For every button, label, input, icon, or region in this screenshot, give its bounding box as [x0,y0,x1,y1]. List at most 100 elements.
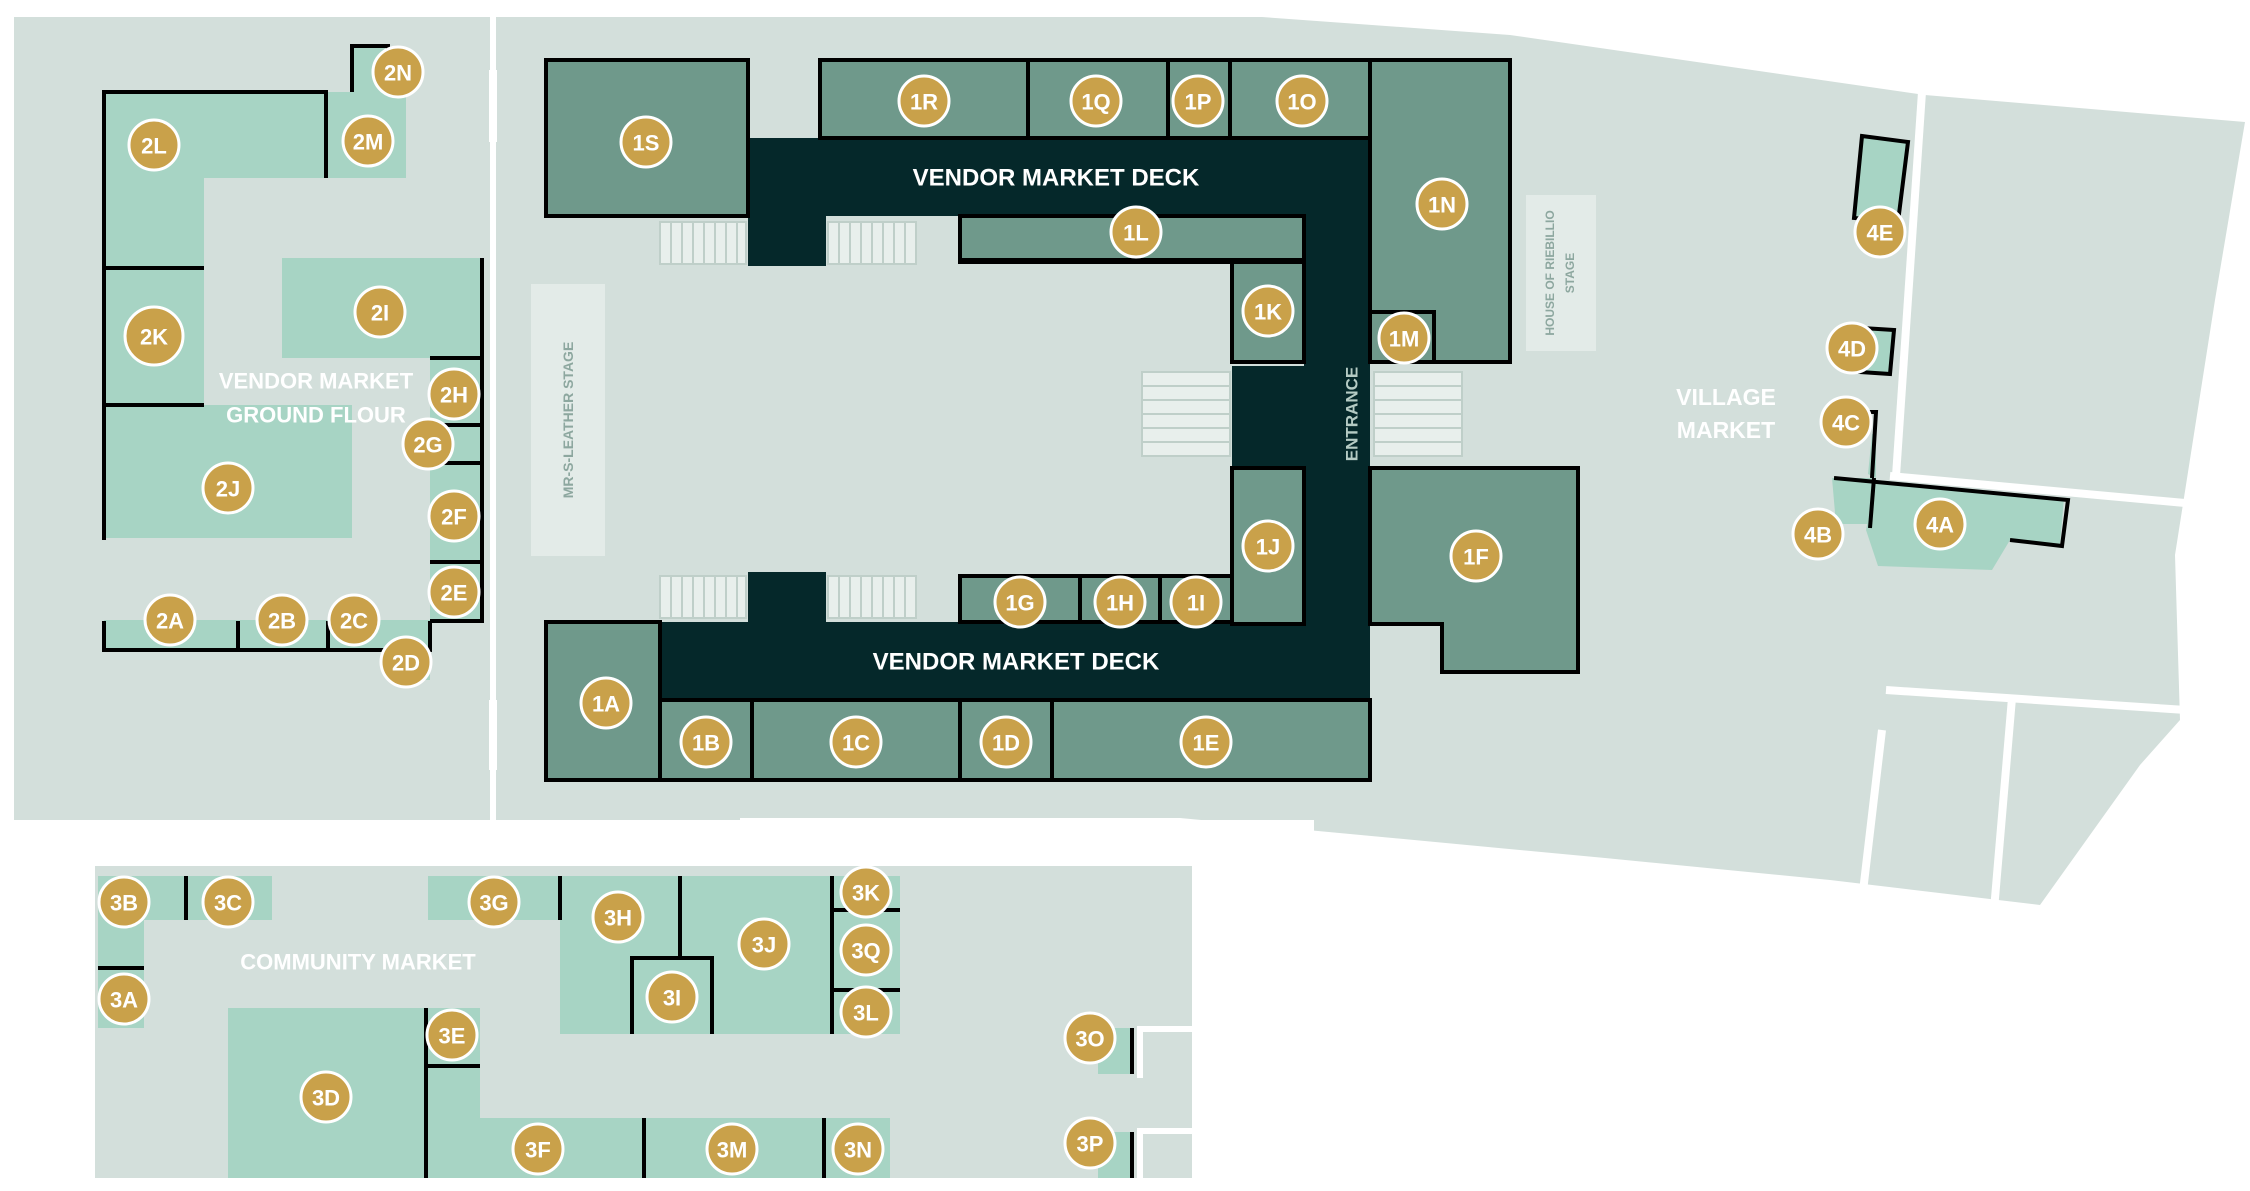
booth-badge-circle[interactable] [1825,321,1879,375]
booth-3n[interactable]: 3N [831,1122,885,1176]
booth-badge-circle[interactable] [201,875,255,929]
booth-badge-circle[interactable] [1241,284,1295,338]
booth-badge-circle[interactable] [467,875,521,929]
booth-badge-circle[interactable] [427,489,481,543]
booth-3p[interactable]: 3P [1063,1116,1117,1170]
booth-3f[interactable]: 3F [511,1122,565,1176]
booth-badge-circle[interactable] [1169,575,1223,629]
booth-badge-circle[interactable] [829,715,883,769]
booth-badge-circle[interactable] [839,923,893,977]
booth-badge-circle[interactable] [1069,74,1123,128]
booth-2h[interactable]: 2H [427,367,481,421]
booth-badge-circle[interactable] [897,74,951,128]
booth-3g[interactable]: 3G [467,875,521,929]
booth-2g[interactable]: 2G [401,417,455,471]
booth-badge-circle[interactable] [327,593,381,647]
booth-badge-circle[interactable] [353,285,407,339]
booth-badge-circle[interactable] [1109,205,1163,259]
booth-1n[interactable]: 1N [1415,177,1469,231]
booth-badge-circle[interactable] [591,890,645,944]
booth-1g[interactable]: 1G [993,575,1047,629]
booth-1c[interactable]: 1C [829,715,883,769]
booth-badge-circle[interactable] [427,367,481,421]
booth-3b[interactable]: 3B [97,875,151,929]
booth-3d[interactable]: 3D [299,1070,353,1124]
booth-1r[interactable]: 1R [897,74,951,128]
booth-badge-circle[interactable] [619,115,673,169]
booth-1k[interactable]: 1K [1241,284,1295,338]
booth-3i[interactable]: 3I [645,970,699,1024]
booth-badge-circle[interactable] [1415,177,1469,231]
booth-4a[interactable]: 4A [1913,497,1967,551]
booth-1l[interactable]: 1L [1109,205,1163,259]
booth-badge-circle[interactable] [1791,507,1845,561]
booth-badge-circle[interactable] [255,593,309,647]
booth-1q[interactable]: 1Q [1069,74,1123,128]
booth-1s[interactable]: 1S [619,115,673,169]
booth-badge-circle[interactable] [1913,497,1967,551]
booth-1p[interactable]: 1P [1171,74,1225,128]
booth-badge-circle[interactable] [379,635,433,689]
booth-badge-circle[interactable] [127,118,181,172]
booth-2f[interactable]: 2F [427,489,481,543]
booth-3c[interactable]: 3C [201,875,255,929]
booth-badge-circle[interactable] [511,1122,565,1176]
booth-1o[interactable]: 1O [1275,74,1329,128]
booth-badge-circle[interactable] [993,575,1047,629]
booth-badge-circle[interactable] [1171,74,1225,128]
booth-badge-circle[interactable] [123,305,185,367]
booth-badge-circle[interactable] [979,715,1033,769]
booth-1j[interactable]: 1J [1241,519,1295,573]
booth-1a[interactable]: 1A [579,676,633,730]
booth-badge-circle[interactable] [1275,74,1329,128]
booth-2c[interactable]: 2C [327,593,381,647]
booth-2k[interactable]: 2K [123,305,185,367]
booth-badge-circle[interactable] [839,865,893,919]
booth-badge-circle[interactable] [1377,311,1431,365]
booth-badge-circle[interactable] [299,1070,353,1124]
booth-2m[interactable]: 2M [341,114,395,168]
booth-3m[interactable]: 3M [705,1122,759,1176]
booth-badge-circle[interactable] [1063,1116,1117,1170]
booth-1d[interactable]: 1D [979,715,1033,769]
booth-badge-circle[interactable] [1093,575,1147,629]
booth-3e[interactable]: 3E [425,1008,479,1062]
booth-2b[interactable]: 2B [255,593,309,647]
booth-badge-circle[interactable] [427,565,481,619]
booth-1h[interactable]: 1H [1093,575,1147,629]
booth-badge-circle[interactable] [143,593,197,647]
booth-badge-circle[interactable] [1241,519,1295,573]
booth-3k[interactable]: 3K [839,865,893,919]
booth-1e[interactable]: 1E [1179,715,1233,769]
booth-badge-circle[interactable] [341,114,395,168]
booth-badge-circle[interactable] [831,1122,885,1176]
booth-badge-circle[interactable] [679,715,733,769]
booth-badge-circle[interactable] [1179,715,1233,769]
booth-badge-circle[interactable] [425,1008,479,1062]
booth-1i[interactable]: 1I [1169,575,1223,629]
booth-2e[interactable]: 2E [427,565,481,619]
booth-badge-circle[interactable] [737,917,791,971]
booth-badge-circle[interactable] [1819,395,1873,449]
booth-badge-circle[interactable] [201,461,255,515]
booth-2i[interactable]: 2I [353,285,407,339]
booth-badge-circle[interactable] [401,417,455,471]
booth-3l[interactable]: 3L [839,985,893,1039]
booth-badge-circle[interactable] [97,972,151,1026]
booth-2n[interactable]: 2N [371,45,425,99]
booth-badge-circle[interactable] [97,875,151,929]
booth-2l[interactable]: 2L [127,118,181,172]
booth-2a[interactable]: 2A [143,593,197,647]
booth-4d[interactable]: 4D [1825,321,1879,375]
booth-badge-circle[interactable] [705,1122,759,1176]
booth-4e[interactable]: 4E [1853,205,1907,259]
booth-4c[interactable]: 4C [1819,395,1873,449]
booth-3j[interactable]: 3J [737,917,791,971]
booth-2d[interactable]: 2D [379,635,433,689]
booth-1b[interactable]: 1B [679,715,733,769]
booth-3q[interactable]: 3Q [839,923,893,977]
booth-4b[interactable]: 4B [1791,507,1845,561]
booth-badge-circle[interactable] [579,676,633,730]
booth-3h[interactable]: 3H [591,890,645,944]
booth-3o[interactable]: 3O [1063,1011,1117,1065]
